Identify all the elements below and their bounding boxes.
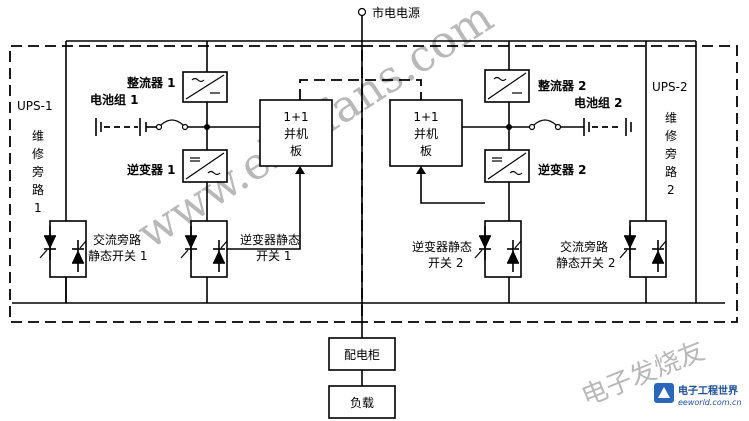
ups2-battery-breaker-icon bbox=[509, 119, 584, 131]
ups1-battery-label: 电池组 1 bbox=[90, 92, 139, 107]
ups1-bypass-char-1: 维 bbox=[32, 129, 44, 143]
ups2-board-arrow-icon bbox=[416, 166, 426, 174]
ups2-bypass-char-1: 维 bbox=[665, 111, 677, 125]
ups2-ac-bypass-switch-label-1: 交流旁路 bbox=[560, 239, 608, 254]
ups2-rectifier-label: 整流器 2 bbox=[537, 78, 587, 93]
ups2-bypass-char-5: 2 bbox=[667, 183, 675, 197]
ups1-rectifier-icon bbox=[185, 74, 225, 100]
ups2-board-label-1: 1+1 bbox=[413, 110, 438, 124]
parallel-link bbox=[299, 79, 422, 100]
ups1-title: UPS-1 bbox=[17, 99, 53, 113]
distribution-cabinet bbox=[328, 337, 396, 371]
ups1-inverter-icon bbox=[185, 152, 225, 180]
distribution-label: 配电柜 bbox=[344, 348, 380, 362]
ups2-board-label-3: 板 bbox=[420, 144, 432, 158]
ups1-inverter-label: 逆变器 1 bbox=[127, 162, 176, 177]
ups1-ac-bypass-switch-label-2: 静态开关 1 bbox=[88, 249, 147, 263]
ups1-ac-bypass-switch-label-1: 交流旁路 bbox=[93, 232, 141, 247]
ups2-board-control-line bbox=[420, 172, 485, 204]
ups2-inverter-thyristors-icon bbox=[474, 226, 522, 272]
svg-text:eeworld.com.cn: eeworld.com.cn bbox=[678, 398, 742, 407]
ups2-enclosure bbox=[362, 45, 738, 323]
ups2-bypass-char-2: 修 bbox=[665, 128, 677, 143]
ups1-inverter-thyristors-icon bbox=[180, 226, 228, 272]
ups1-rectifier-label: 整流器 1 bbox=[126, 75, 176, 90]
ups2-title: UPS-2 bbox=[652, 80, 688, 94]
source-label: 市电电源 bbox=[372, 5, 420, 20]
load-label: 负载 bbox=[350, 396, 374, 410]
ups2-inverter-label: 逆变器 2 bbox=[538, 162, 587, 177]
ups2-battery-icon bbox=[583, 118, 632, 136]
ups2-board-label-2: 并机 bbox=[414, 127, 438, 141]
ups2-bypass-char-4: 路 bbox=[665, 164, 677, 179]
ups2-parallel-board bbox=[389, 99, 463, 167]
ups2-battery-label: 电池组 2 bbox=[574, 95, 623, 110]
ups1-board-label-1: 1+1 bbox=[283, 110, 308, 124]
ups1-battery-breaker-icon bbox=[155, 119, 207, 131]
ups1-bypass-char-5: 1 bbox=[34, 201, 42, 215]
ups2-inverter-icon bbox=[487, 152, 527, 180]
ups1-ac-bypass-thyristors-icon bbox=[39, 226, 87, 272]
ups1-board-label-2: 并机 bbox=[284, 127, 308, 141]
ups1-inverter-switch-label-2: 开关 1 bbox=[256, 249, 291, 263]
ups1-parallel-board bbox=[259, 99, 333, 167]
ups1-board-label-3: 板 bbox=[290, 144, 302, 158]
ups1-bypass-char-2: 修 bbox=[32, 146, 44, 161]
load-box bbox=[328, 385, 396, 419]
ups1-board-control-line bbox=[227, 172, 301, 250]
ups1-bypass-char-3: 旁 bbox=[32, 164, 44, 179]
ups2-ac-bypass-switch-label-2: 静态开关 2 bbox=[556, 256, 615, 270]
ups1-inverter-switch-label-1: 逆变器静态 bbox=[240, 232, 300, 247]
ups2-ac-bypass-thyristors-icon bbox=[619, 226, 667, 272]
ups1-battery-icon bbox=[95, 118, 157, 136]
ups2-inverter-switch-label-1: 逆变器静态 bbox=[412, 239, 472, 254]
ups2-inverter-switch-label-2: 开关 2 bbox=[428, 256, 463, 270]
ups2-bypass-char-3: 旁 bbox=[665, 146, 677, 161]
ups2-rectifier-icon bbox=[487, 72, 527, 100]
ups1-board-arrow-icon bbox=[295, 166, 305, 174]
svg-text:电子工程世界: 电子工程世界 bbox=[678, 384, 738, 397]
watermark-brand-logo: 电子工程世界 eeworld.com.cn bbox=[654, 383, 742, 407]
source-terminal bbox=[357, 7, 367, 17]
ups1-bypass-char-4: 路 bbox=[32, 182, 44, 197]
